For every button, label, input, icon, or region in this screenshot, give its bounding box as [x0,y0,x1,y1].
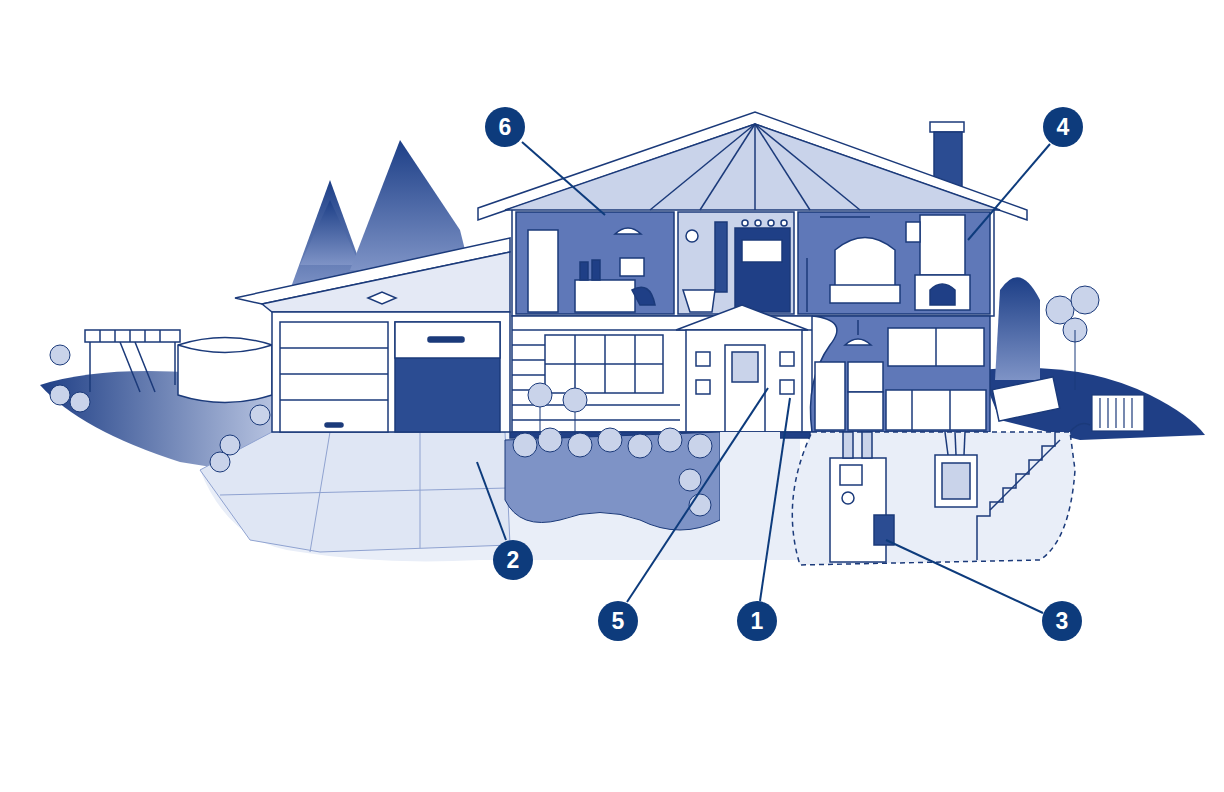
callout-number: 2 [507,549,520,572]
leader-lines [477,142,1050,613]
callout-number: 4 [1057,116,1070,139]
callout-number: 3 [1056,610,1069,633]
deck [85,330,272,403]
roof [478,112,1027,220]
upper-floor [512,208,994,316]
callout-circle: 5 [598,601,638,641]
landscaping [50,286,1099,532]
basement [792,377,1090,565]
ac-unit [1092,395,1144,431]
callout-number: 5 [612,610,625,633]
callout-circle: 1 [737,601,777,641]
garage [235,238,510,432]
callout-circle: 4 [1043,107,1083,147]
callout-number: 6 [499,116,512,139]
lower-floor [510,305,990,438]
callout-circle: 6 [485,107,525,147]
driveway [200,432,510,552]
callout-circle: 3 [1042,601,1082,641]
callout-number: 1 [751,610,764,633]
callout-circle: 2 [493,540,533,580]
